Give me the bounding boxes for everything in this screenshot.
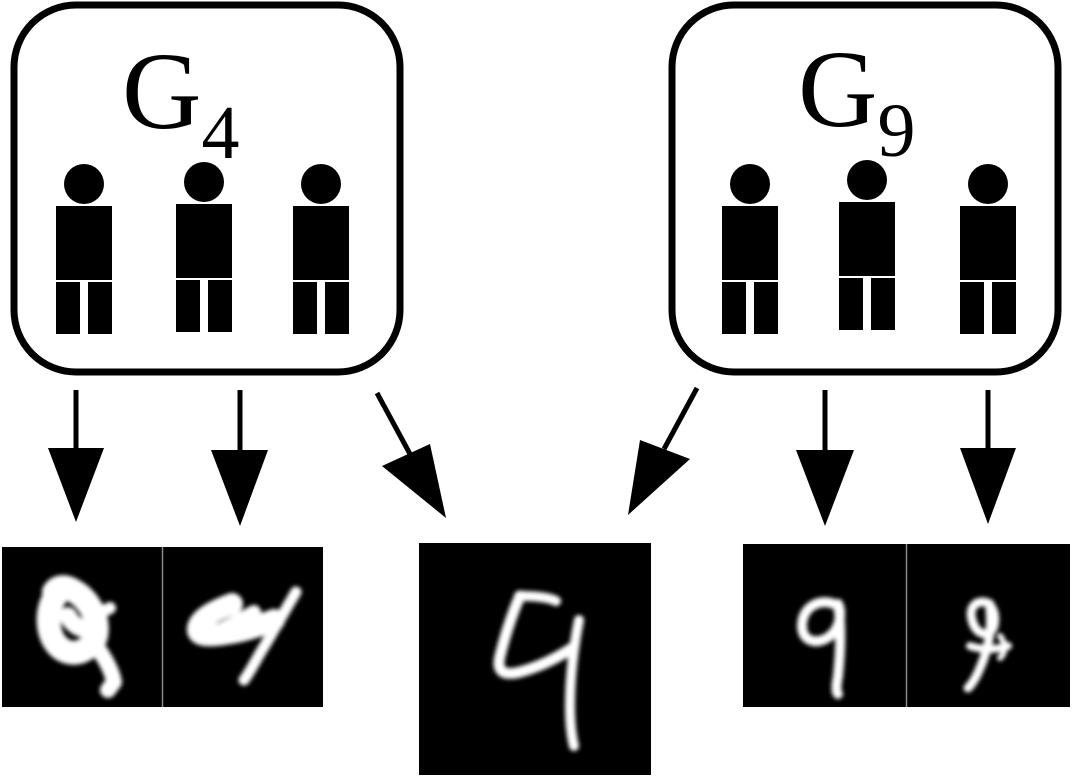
group-g4-letter: G	[122, 30, 201, 152]
group-g9-subscript: 9	[877, 89, 915, 173]
digit-stroke-4b	[187, 586, 302, 686]
arrow-g9-to-img-9a	[796, 390, 854, 526]
group-g4: G4	[10, 1, 404, 376]
arrow-g4-to-img-4b	[211, 390, 268, 526]
group-g9-letter: G	[798, 28, 877, 150]
arrow-g4-to-img-ambiguous	[374, 391, 446, 518]
arrow-g4-to-img-4a	[48, 390, 104, 522]
digit-images	[2, 543, 1070, 775]
group-g4-subscript: 4	[201, 91, 239, 175]
digit-image-9a	[743, 544, 906, 707]
digit-stroke-9b	[963, 597, 1012, 693]
arrow-g9-to-img-ambiguous	[628, 386, 700, 515]
group-g9: G9	[668, 1, 1062, 376]
digit-stroke-4a	[36, 575, 122, 698]
arrows	[48, 386, 1016, 526]
digit-stroke-ambiguous	[493, 590, 584, 751]
digit-image-ambiguous	[419, 543, 651, 775]
group-g4-title: G4	[122, 30, 239, 175]
arrow-g9-to-img-9b	[960, 390, 1016, 524]
group-g9-title: G9	[798, 28, 915, 173]
digit-stroke-9a	[797, 597, 846, 699]
